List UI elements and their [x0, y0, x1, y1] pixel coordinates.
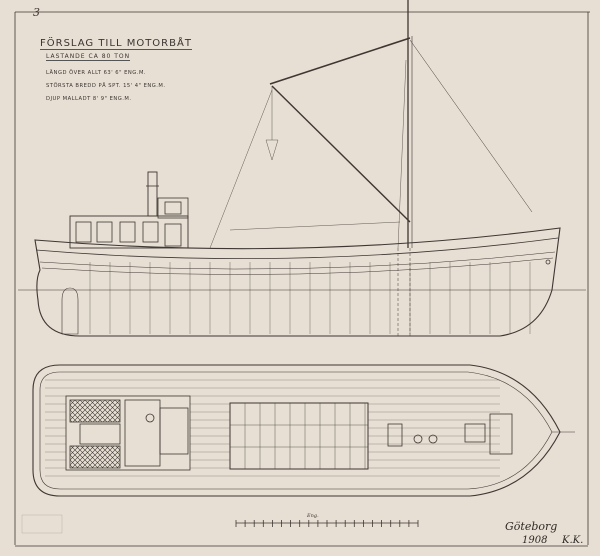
scale-bar: [235, 520, 419, 527]
spec-depth: DJUP MALLADT 8' 9" ENG.M.: [46, 96, 132, 102]
sheet-number: 3: [33, 6, 40, 19]
spec-length: LÄNGD ÖVER ALLT 63' 6" ENG.M.: [46, 70, 147, 76]
signature-initials: K.K.: [562, 535, 584, 546]
scale-label: Eng.: [307, 513, 319, 519]
side-profile: [34, 0, 561, 337]
signature-place: Göteborg: [505, 520, 558, 533]
drawing-subtitle: LASTANDE CA 80 TON: [46, 53, 131, 61]
signature-year: 1908: [522, 535, 548, 546]
drawing-title: FÖRSLAG TILL MOTORBÅT: [40, 38, 192, 50]
spec-beam: STÖRSTA BREDD PÅ SPT. 15' 4" ENG.M.: [46, 83, 166, 89]
deck-plan: [32, 364, 575, 497]
